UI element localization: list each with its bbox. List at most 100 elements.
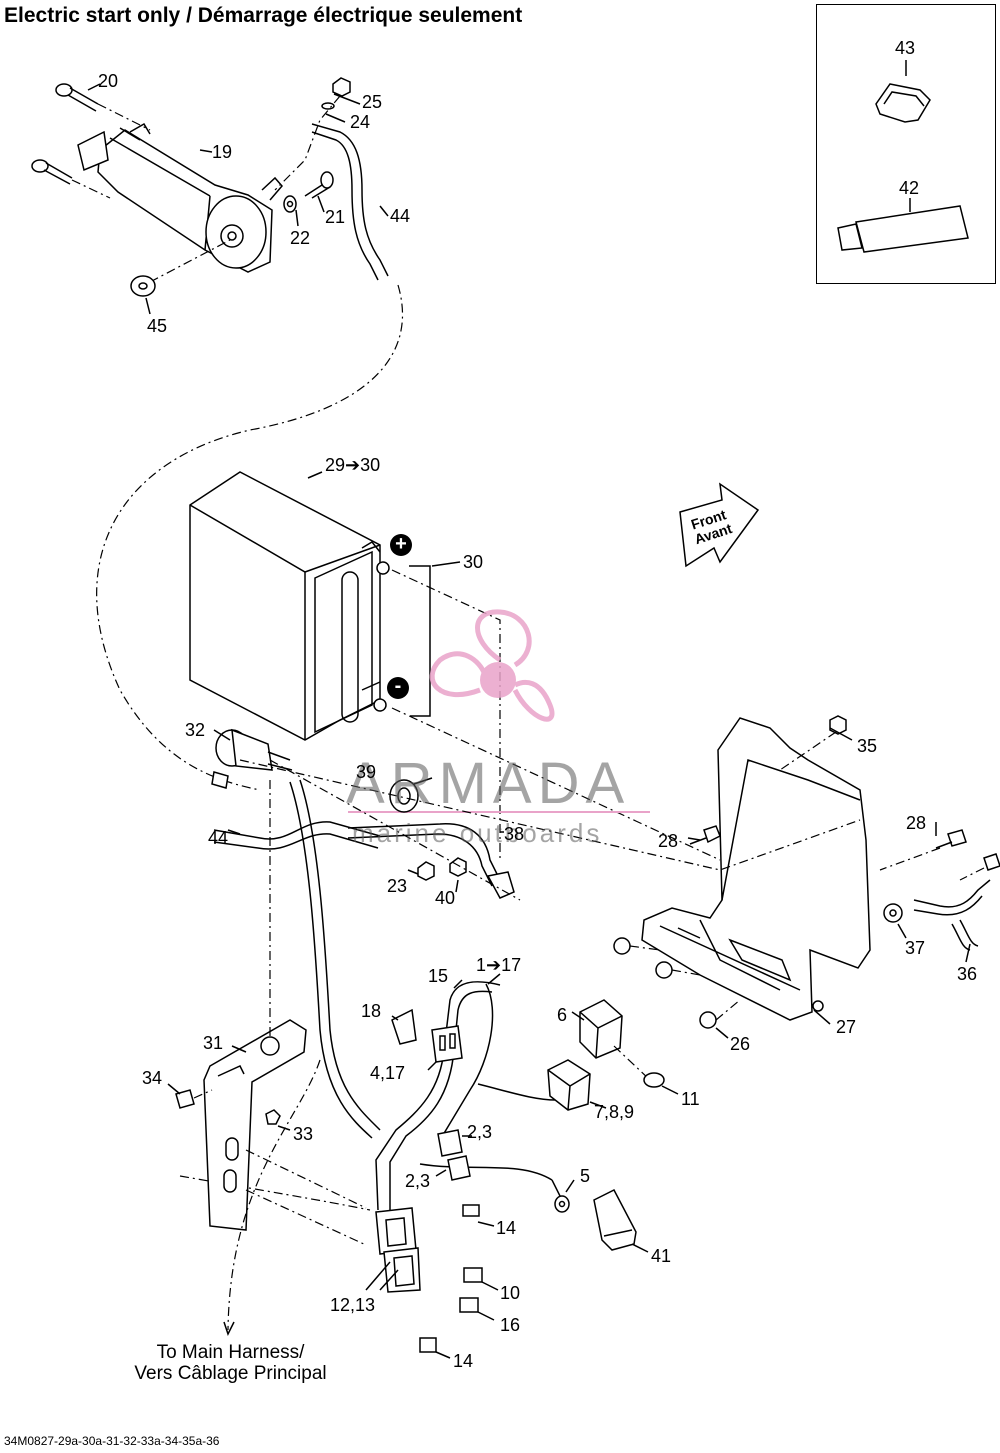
callout-43: 43 xyxy=(895,38,916,58)
cable-routing-line xyxy=(96,284,404,791)
grommet-26c xyxy=(699,1011,717,1029)
callout-30: 30 xyxy=(463,552,484,572)
clip-18 xyxy=(391,1008,417,1045)
clip-11 xyxy=(643,1072,665,1088)
clip-43 xyxy=(875,83,931,123)
watermark-name: ARMADA xyxy=(346,751,631,816)
washer-45 xyxy=(130,275,156,297)
relay-6 xyxy=(579,999,623,1059)
accessories-inset-box xyxy=(816,4,996,284)
watermark-tagline: marine outboards xyxy=(352,818,603,848)
callout-11: 11 xyxy=(681,1089,700,1109)
grommet-26a xyxy=(613,937,631,955)
bolt-20-lower xyxy=(31,159,73,185)
callout-34: 34 xyxy=(142,1068,163,1088)
connector-2-3-lower xyxy=(447,1155,471,1181)
callout-23: 23 xyxy=(387,876,408,896)
callout-40: 40 xyxy=(435,888,456,908)
callout-19: 19 xyxy=(212,142,233,162)
harness-note-english: To Main Harness/ xyxy=(156,1342,305,1363)
callout-38: 38 xyxy=(504,824,525,844)
bolt-21 xyxy=(304,171,334,199)
relay-socket-7-8-9 xyxy=(547,1059,591,1111)
bolt-28-far xyxy=(983,853,1000,871)
callout-7-8-9: 7,8,9 xyxy=(594,1102,635,1122)
callout-18: 18 xyxy=(361,1001,382,1021)
callout-16: 16 xyxy=(500,1315,521,1335)
fuse-holder-39 xyxy=(389,777,433,813)
callout-31: 31 xyxy=(203,1033,224,1053)
diagram-part-number: 34M0827-29a-30a-31-32-33a-34-35a-36 xyxy=(4,1434,220,1448)
harness-note-french: Vers Câblage Principal xyxy=(134,1363,327,1384)
bolt-34 xyxy=(175,1089,195,1109)
callout-21: 21 xyxy=(325,207,346,227)
battery-tray-27 xyxy=(641,717,871,1021)
washer-24 xyxy=(321,102,335,110)
callout-12-13: 12,13 xyxy=(330,1295,376,1315)
callout-37: 37 xyxy=(905,938,926,958)
negative-symbol xyxy=(387,677,409,699)
watermark-propeller-logo xyxy=(429,609,555,722)
fuse-box-12-13 xyxy=(375,1207,421,1293)
nut-35 xyxy=(829,715,847,735)
callout-28-right: 28 xyxy=(906,813,927,833)
ring-terminal-5 xyxy=(551,1179,570,1213)
callout-29-30: 29➔30 xyxy=(325,455,381,475)
callout-33: 33 xyxy=(293,1124,314,1144)
fuse-16 xyxy=(459,1297,479,1313)
starter-cable-44 xyxy=(311,123,389,281)
callout-22: 22 xyxy=(290,228,311,248)
callout-39: 39 xyxy=(356,762,377,782)
battery-positive-terminal xyxy=(376,561,390,575)
battery-negative-terminal xyxy=(373,698,387,712)
nut-25 xyxy=(332,77,351,97)
callout-32: 32 xyxy=(185,720,206,740)
nut-23 xyxy=(417,861,435,881)
callout-14-lower: 14 xyxy=(453,1351,474,1371)
positive-symbol-text: + xyxy=(395,533,407,555)
star-washer-37 xyxy=(883,903,903,923)
fuse-14-upper xyxy=(462,1204,480,1217)
boot-41 xyxy=(593,1189,637,1251)
fuse-10 xyxy=(463,1267,483,1283)
callout-14-upper: 14 xyxy=(496,1218,517,1238)
negative-symbol-text: - xyxy=(394,675,402,697)
fuse-14-lower xyxy=(419,1337,437,1353)
callout-41: 41 xyxy=(651,1246,672,1266)
main-harness-note: To Main Harness/ Vers Câblage Principal xyxy=(108,1342,353,1384)
grommet-26b xyxy=(655,961,673,979)
callout-27: 27 xyxy=(836,1017,857,1037)
grease-tube-42 xyxy=(837,205,969,253)
callout-2-3-lower: 2,3 xyxy=(405,1171,431,1191)
callout-44-upper: 44 xyxy=(390,206,411,226)
callout-42: 42 xyxy=(899,178,920,198)
ground-strap-36 xyxy=(913,879,991,951)
callout-24: 24 xyxy=(350,112,371,132)
callout-10: 10 xyxy=(500,1283,521,1303)
callout-2-3-upper: 2,3 xyxy=(467,1122,493,1142)
callout-5: 5 xyxy=(580,1166,591,1186)
callout-25: 25 xyxy=(362,92,383,112)
battery xyxy=(189,471,381,741)
callout-20: 20 xyxy=(98,71,119,91)
nut-33 xyxy=(265,1109,281,1125)
nut-40 xyxy=(449,857,467,877)
callout-1-17: 1➔17 xyxy=(476,955,522,975)
callout-36: 36 xyxy=(957,964,978,984)
battery-cable-44 xyxy=(213,821,381,850)
callout-26: 26 xyxy=(730,1034,751,1054)
bolt-20-upper xyxy=(55,83,99,112)
front-direction-arrow xyxy=(679,482,760,568)
ground-cable-38 xyxy=(347,823,515,899)
bolt-28-right xyxy=(935,829,967,849)
starter-motor xyxy=(77,122,283,273)
washer-22 xyxy=(283,195,297,213)
positive-symbol xyxy=(390,534,412,556)
callout-28-left: 28 xyxy=(658,831,679,851)
starter-solenoid-32 xyxy=(211,728,293,789)
callout-35: 35 xyxy=(857,736,878,756)
callout-15: 15 xyxy=(428,966,449,986)
callout-45: 45 xyxy=(147,316,168,336)
callout-44-lower: 44 xyxy=(208,828,229,848)
